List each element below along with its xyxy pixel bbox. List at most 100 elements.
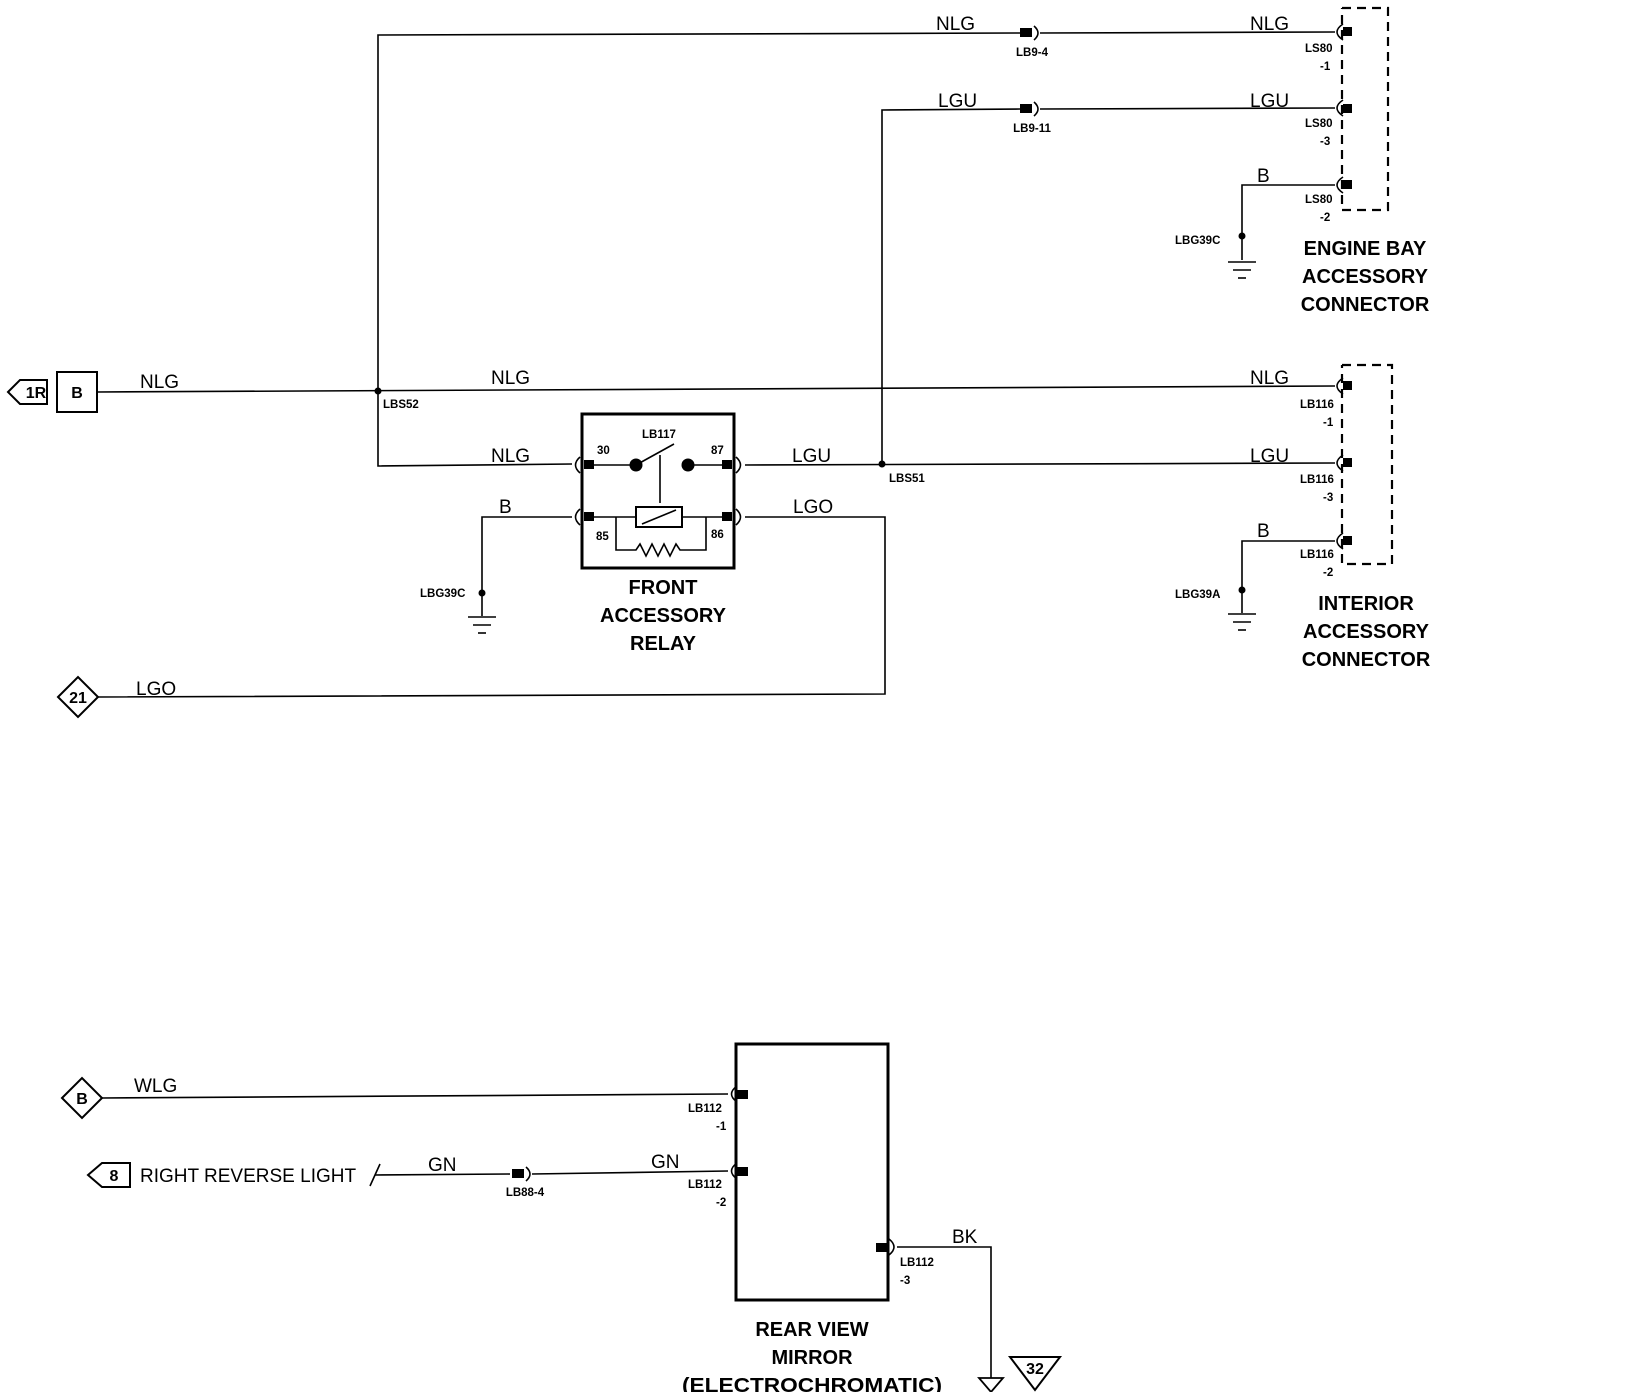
wire-bk bbox=[897, 1246, 992, 1378]
wire-label-nlg-mid: NLG bbox=[491, 368, 530, 389]
label-right-reverse-light: RIGHT REVERSE LIGHT bbox=[140, 1166, 356, 1187]
svg-text:LB116: LB116 bbox=[1300, 399, 1334, 411]
wire-lgu-top bbox=[881, 108, 1021, 464]
ground-symbol bbox=[468, 616, 496, 634]
svg-text:LB112: LB112 bbox=[900, 1257, 934, 1269]
svg-text:30: 30 bbox=[597, 445, 610, 457]
svg-text:MIRROR: MIRROR bbox=[771, 1347, 853, 1369]
wire-label-lgu-top-left: LGU bbox=[938, 91, 977, 112]
svg-text:32: 32 bbox=[1026, 1361, 1044, 1378]
connector-lb9-4: LB9-4 bbox=[1016, 25, 1049, 59]
ground-symbol bbox=[1228, 613, 1256, 631]
svg-text:LS80: LS80 bbox=[1305, 118, 1333, 130]
wire-gn bbox=[374, 1173, 511, 1176]
connector-lb112-2: LB112 -2 bbox=[688, 1162, 748, 1209]
source-box-b: B bbox=[56, 371, 98, 413]
wire-label-b-relay: B bbox=[499, 497, 512, 518]
splice-label-lbs51: LBS51 bbox=[889, 473, 925, 485]
svg-text:LB117: LB117 bbox=[642, 429, 676, 441]
svg-text:FRONT: FRONT bbox=[629, 577, 698, 599]
connector-lb112-1: LB112 -1 bbox=[688, 1085, 748, 1133]
wire-nlg-main bbox=[96, 385, 1336, 393]
svg-text:ACCESSORY: ACCESSORY bbox=[600, 605, 727, 627]
svg-text:-3: -3 bbox=[900, 1275, 910, 1287]
svg-text:LB9-4: LB9-4 bbox=[1016, 47, 1049, 59]
svg-text:LB9-11: LB9-11 bbox=[1013, 123, 1051, 135]
svg-text:-2: -2 bbox=[1320, 212, 1330, 224]
connector-lb88-4: LB88-4 bbox=[506, 1166, 545, 1199]
wire-b-relay bbox=[481, 516, 572, 616]
svg-text:86: 86 bbox=[711, 529, 724, 541]
svg-text:1R: 1R bbox=[26, 385, 47, 402]
ground-label-lbg39a: LBG39A bbox=[1175, 589, 1220, 601]
svg-text:REAR VIEW: REAR VIEW bbox=[755, 1319, 868, 1341]
splice-label-lbs52: LBS52 bbox=[383, 399, 419, 411]
svg-text:CONNECTOR: CONNECTOR bbox=[1301, 294, 1430, 316]
interior-accessory-connector: LB116 -1 LB116 -3 LB116 -2 INTERIOR ACCE… bbox=[1300, 363, 1431, 671]
svg-text:LS80: LS80 bbox=[1305, 43, 1333, 55]
svg-text:B: B bbox=[76, 1091, 88, 1108]
wire-label-gn-left: GN bbox=[428, 1155, 457, 1176]
svg-text:-3: -3 bbox=[1320, 136, 1330, 148]
wire-label-lgu-relay: LGU bbox=[792, 446, 831, 467]
wire-nlg-relay bbox=[377, 391, 573, 467]
svg-text:INTERIOR: INTERIOR bbox=[1318, 593, 1414, 615]
svg-text:RELAY: RELAY bbox=[630, 633, 697, 655]
svg-text:LB112: LB112 bbox=[688, 1179, 722, 1191]
wire-label-nlg-relay: NLG bbox=[491, 446, 530, 467]
ground-label-lbg39c-top: LBG39C bbox=[1175, 235, 1220, 247]
wire-wlg bbox=[101, 1093, 729, 1099]
wire-label-lgu-interior: LGU bbox=[1250, 446, 1289, 467]
wire-label-nlg-top-right: NLG bbox=[1250, 14, 1289, 35]
svg-text:-3: -3 bbox=[1323, 492, 1333, 504]
ground-label-lbg39c-relay: LBG39C bbox=[420, 588, 465, 600]
offpage-ref-32[interactable]: 32 bbox=[1007, 1356, 1063, 1392]
wire-label-lgo-21: LGO bbox=[136, 679, 176, 700]
wire-label-wlg: WLG bbox=[134, 1076, 177, 1097]
wire-label-lgu-top-right: LGU bbox=[1250, 91, 1289, 112]
svg-text:ACCESSORY: ACCESSORY bbox=[1303, 621, 1430, 643]
wire-label-lgo-relay: LGO bbox=[793, 497, 833, 518]
wire-label-nlg-main: NLG bbox=[140, 372, 179, 393]
front-accessory-relay: LB117 30 87 85 86 FRONT ACCESSORY RELAY bbox=[574, 412, 742, 655]
wire-lgo bbox=[96, 516, 886, 698]
svg-text:(ELECTROCHROMATIC): (ELECTROCHROMATIC) bbox=[682, 1375, 942, 1392]
svg-text:LB112: LB112 bbox=[688, 1103, 722, 1115]
svg-text:-1: -1 bbox=[1320, 61, 1331, 73]
wire-label-gn-right: GN bbox=[651, 1152, 680, 1173]
offpage-ref-1r[interactable]: 1R bbox=[6, 379, 48, 405]
svg-text:LB116: LB116 bbox=[1300, 549, 1334, 561]
rear-view-mirror: REAR VIEW MIRROR (ELECTROCHROMATIC) bbox=[682, 1042, 942, 1392]
svg-text:LB88-4: LB88-4 bbox=[506, 1187, 545, 1199]
ground-triangle bbox=[977, 1377, 1005, 1392]
splice-lbs51 bbox=[878, 460, 886, 468]
wire-lgu-relay bbox=[744, 462, 1336, 466]
svg-text:LB116: LB116 bbox=[1300, 474, 1334, 486]
wire-label-b-engine: B bbox=[1257, 166, 1270, 187]
connector-lb112-3: LB112 -3 bbox=[876, 1238, 934, 1287]
engine-bay-accessory-connector: LS80 -1 LS80 -3 LS80 -2 ENGINE BAY ACCES… bbox=[1301, 6, 1430, 316]
svg-text:-1: -1 bbox=[716, 1121, 727, 1133]
connector-lb9-11: LB9-11 bbox=[1013, 101, 1051, 135]
offpage-ref-21[interactable]: 21 bbox=[56, 675, 100, 719]
wire-nlg-top bbox=[377, 32, 1021, 391]
svg-text:85: 85 bbox=[596, 531, 609, 543]
svg-text:ENGINE BAY: ENGINE BAY bbox=[1304, 238, 1427, 260]
wire-label-nlg-top-left: NLG bbox=[936, 14, 975, 35]
wire-label-bk: BK bbox=[952, 1227, 978, 1248]
offpage-ref-8[interactable]: 8 bbox=[86, 1162, 131, 1188]
svg-text:B: B bbox=[71, 385, 83, 402]
svg-text:8: 8 bbox=[110, 1168, 119, 1185]
svg-text:-2: -2 bbox=[1323, 567, 1333, 579]
offpage-ref-b[interactable]: B bbox=[60, 1076, 104, 1120]
svg-text:CONNECTOR: CONNECTOR bbox=[1302, 649, 1431, 671]
svg-text:-1: -1 bbox=[1323, 417, 1334, 429]
svg-text:21: 21 bbox=[69, 690, 87, 707]
svg-text:LS80: LS80 bbox=[1305, 194, 1333, 206]
svg-text:ACCESSORY: ACCESSORY bbox=[1302, 266, 1429, 288]
ground-symbol bbox=[1228, 261, 1256, 279]
svg-text:87: 87 bbox=[711, 445, 724, 457]
svg-text:-2: -2 bbox=[716, 1197, 726, 1209]
wire-label-nlg-interior: NLG bbox=[1250, 368, 1289, 389]
